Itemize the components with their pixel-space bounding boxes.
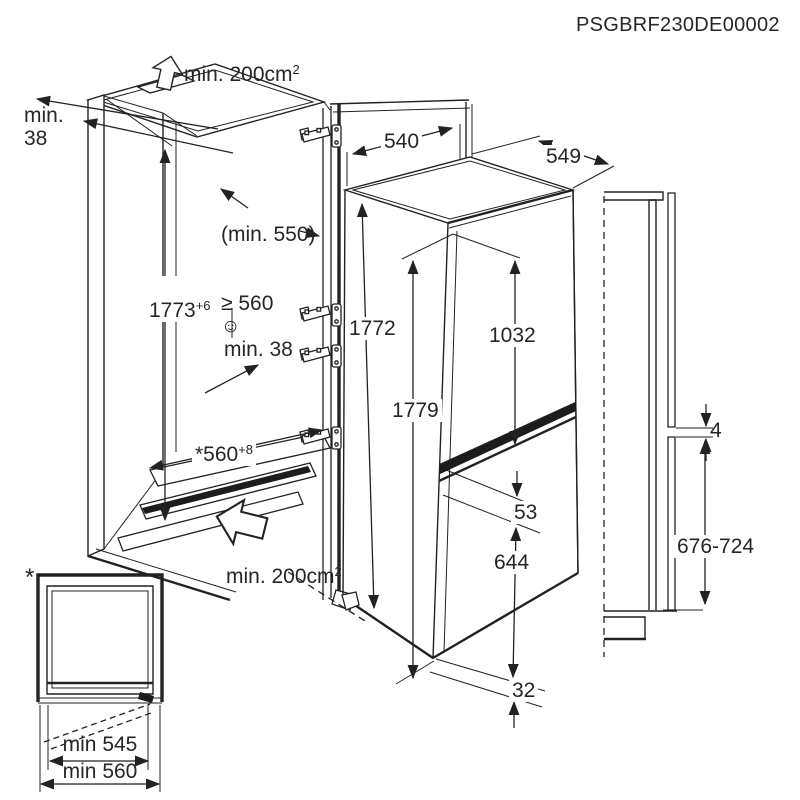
- hinge-icon: [299, 303, 342, 327]
- niche-height-value: 1773: [149, 299, 196, 323]
- niche-depth-note: (min. 550) ≥ 560 ☺: [221, 200, 316, 362]
- footnote-mark: *: [25, 564, 35, 591]
- floor-depth-sup: +8: [238, 442, 254, 458]
- freezer-door-height-label: 644: [491, 551, 533, 575]
- bottom-vent-label: min. 200cm2: [226, 542, 342, 588]
- fridge-door-height-label: 1032: [486, 324, 539, 348]
- side-view: [603, 191, 703, 657]
- part-number: PSGBRF230DE00002: [576, 14, 780, 36]
- outer-width-label: min 560: [62, 760, 138, 783]
- top-vent-sup: 2: [292, 62, 300, 78]
- hinge-icon: [299, 344, 342, 368]
- bottom-vent-sup: 2: [334, 564, 342, 580]
- niche-height-sup: +6: [195, 298, 211, 314]
- top-gap-label: min. 38: [24, 104, 64, 151]
- top-vent-text: min. 200cm: [184, 63, 293, 87]
- side-gap-label: min. 38: [224, 338, 293, 361]
- airflow-arrow-bottom-icon: [215, 497, 269, 547]
- body-height-label: 1772: [346, 317, 399, 341]
- appliance: [341, 156, 579, 708]
- dimension-lines: [35, 95, 713, 728]
- top-view: [36, 573, 164, 792]
- niche-depth-line1: (min. 550): [221, 223, 316, 247]
- airflow-arrow-top-icon: [151, 55, 184, 92]
- door-gap-label: 53: [511, 501, 541, 525]
- floor-depth-value: *560: [195, 443, 239, 467]
- hinge-icon: [299, 124, 342, 148]
- panel-range-label: 676-724: [674, 535, 758, 559]
- depth-dim-label: 549: [543, 145, 585, 169]
- top-vent-label: min. 200cm2: [184, 40, 300, 86]
- panel-gap-label: 4: [710, 419, 722, 442]
- bottom-offset-label: 32: [509, 679, 539, 703]
- width-dim-label: 540: [381, 130, 423, 154]
- floor-depth-label: *560+8: [192, 420, 257, 467]
- overall-height-label: 1779: [389, 399, 442, 423]
- niche-depth-value: ≥ 560: [221, 292, 274, 316]
- inner-width-label: min 545: [62, 733, 138, 756]
- niche-height-label: 1773+6: [146, 276, 214, 323]
- niche-depth-line2: ≥ 560 ☺: [221, 269, 316, 339]
- smiley-icon: ☺: [221, 316, 241, 338]
- bottom-vent-text: min. 200cm: [226, 565, 335, 589]
